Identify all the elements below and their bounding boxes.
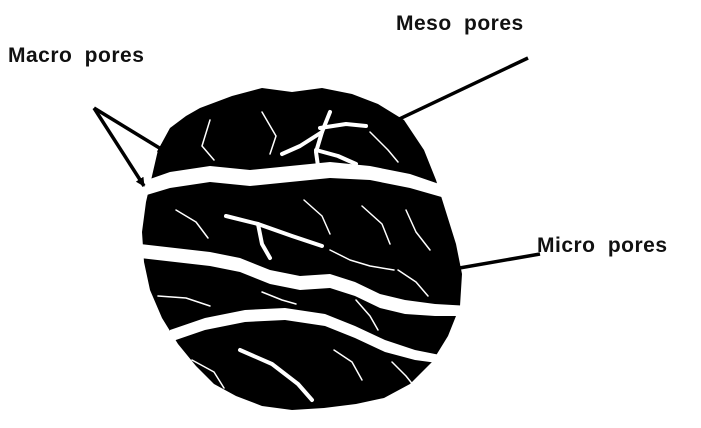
macro-pores-label: Macro pores xyxy=(8,44,144,68)
meso-pore-arrow xyxy=(376,58,528,130)
meso-pores-label: Meso pores xyxy=(396,12,524,36)
micro-pores-label: Micro pores xyxy=(537,234,668,258)
macro-pore-arrow-upper xyxy=(94,108,166,152)
micro-pore-arrow xyxy=(448,254,540,270)
particle-body xyxy=(142,88,462,410)
macro-pore-arrow-lower xyxy=(94,108,144,186)
